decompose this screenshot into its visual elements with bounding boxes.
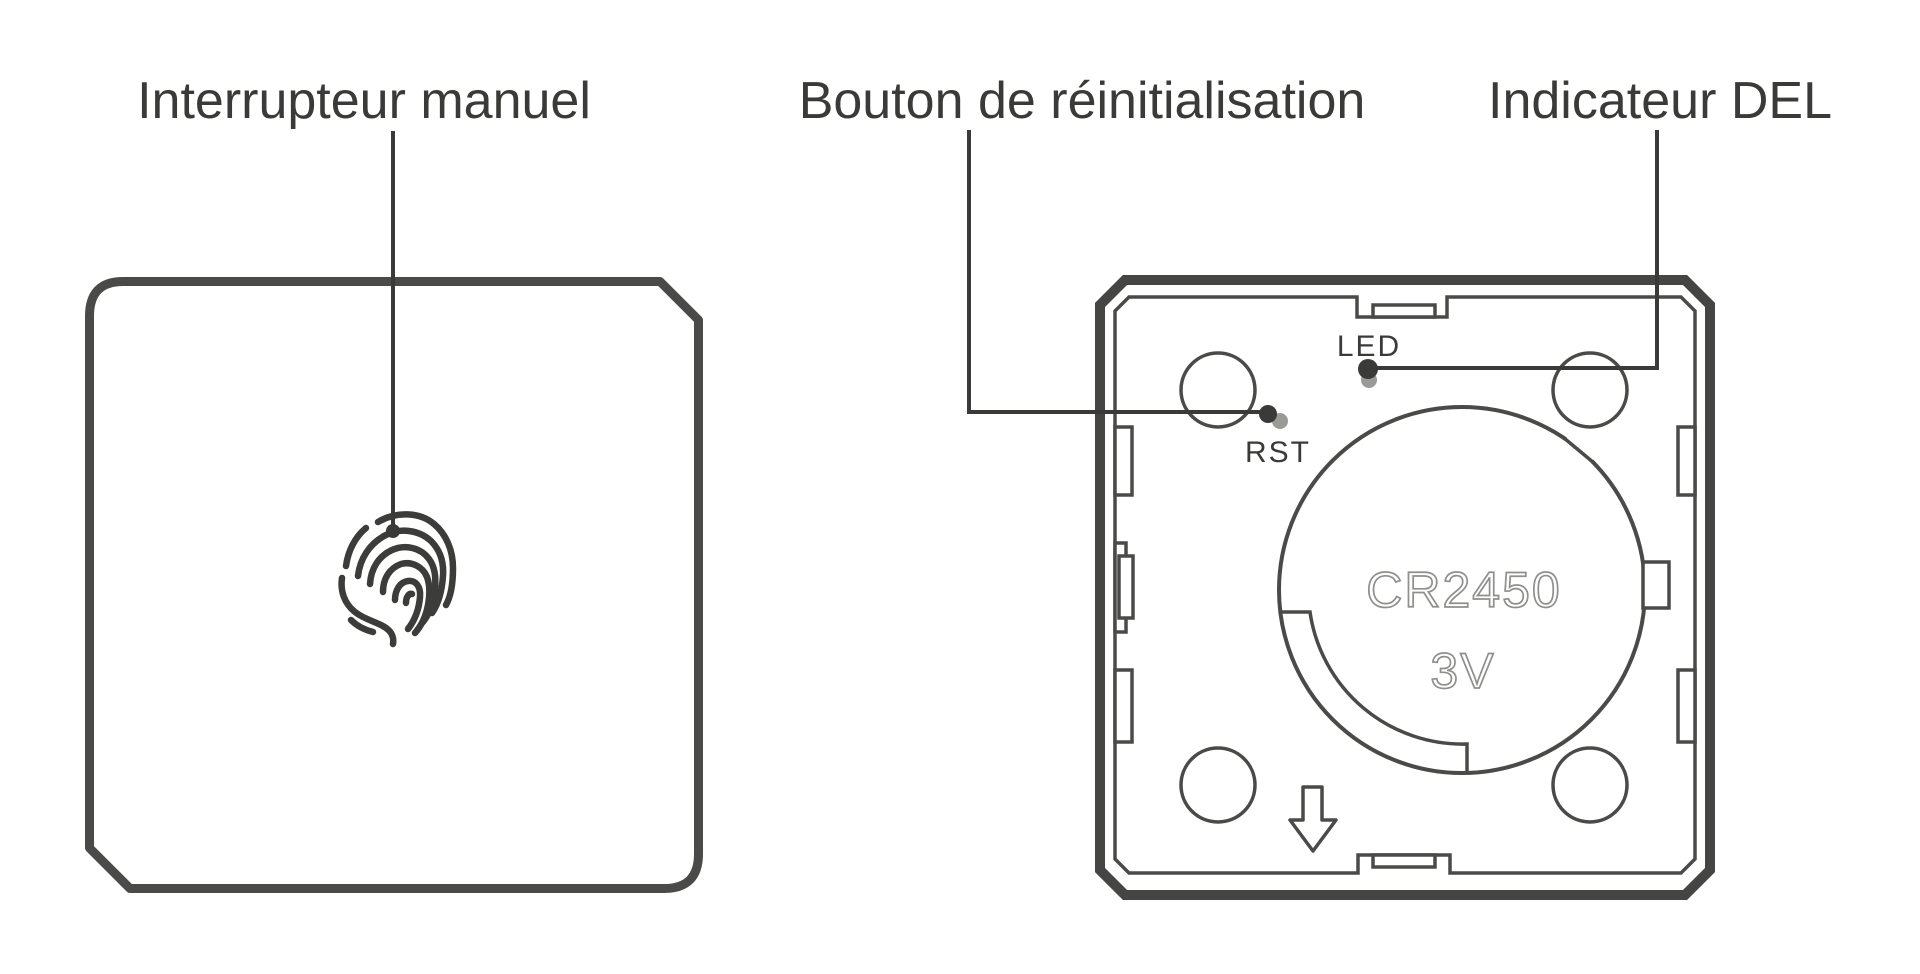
- front-panel: [85, 277, 703, 893]
- right-clip-tab-top: [1676, 425, 1697, 497]
- battery-voltage-text: 3V: [1430, 643, 1495, 699]
- battery: CR2450 3V: [1277, 405, 1671, 775]
- led-indicator-label: Indicateur DEL: [1488, 72, 1832, 130]
- screw-hole-bottom-left: [1179, 746, 1257, 824]
- manual-switch-anchor-dot: [386, 524, 400, 538]
- led-label: LED: [1337, 330, 1401, 363]
- battery-key-notch: [1560, 432, 1598, 468]
- manual-switch-label: Interrupteur manuel: [137, 72, 591, 130]
- front-panel-outline: [85, 277, 703, 893]
- led-dot: [1358, 359, 1378, 379]
- left-clip-tab-top: [1113, 425, 1134, 497]
- reset-button-label: Bouton de réinitialisation: [799, 72, 1366, 130]
- down-arrow-icon: [1288, 785, 1338, 853]
- leader-line-reset: [967, 130, 1262, 414]
- battery-clip: [1641, 560, 1671, 610]
- bottom-clip-tab: [1371, 853, 1437, 869]
- top-clip-tab: [1371, 303, 1437, 319]
- screw-hole-bottom-right: [1551, 746, 1629, 824]
- battery-slot-arc: [1281, 610, 1469, 773]
- screw-hole-top-left: [1179, 351, 1257, 429]
- screw-hole-top-right: [1551, 351, 1629, 429]
- rst-dot: [1259, 405, 1277, 423]
- rst-label: RST: [1245, 436, 1311, 469]
- right-clip-tab-bottom: [1676, 668, 1697, 744]
- battery-model-text: CR2450: [1366, 562, 1561, 618]
- back-panel: CR2450 3V LED RST: [1095, 275, 1715, 900]
- left-clip-tab-middle: [1117, 554, 1135, 620]
- left-clip-tab-bottom: [1113, 668, 1134, 744]
- fingerprint-icon: [338, 511, 457, 648]
- leader-line-led: [1374, 130, 1659, 370]
